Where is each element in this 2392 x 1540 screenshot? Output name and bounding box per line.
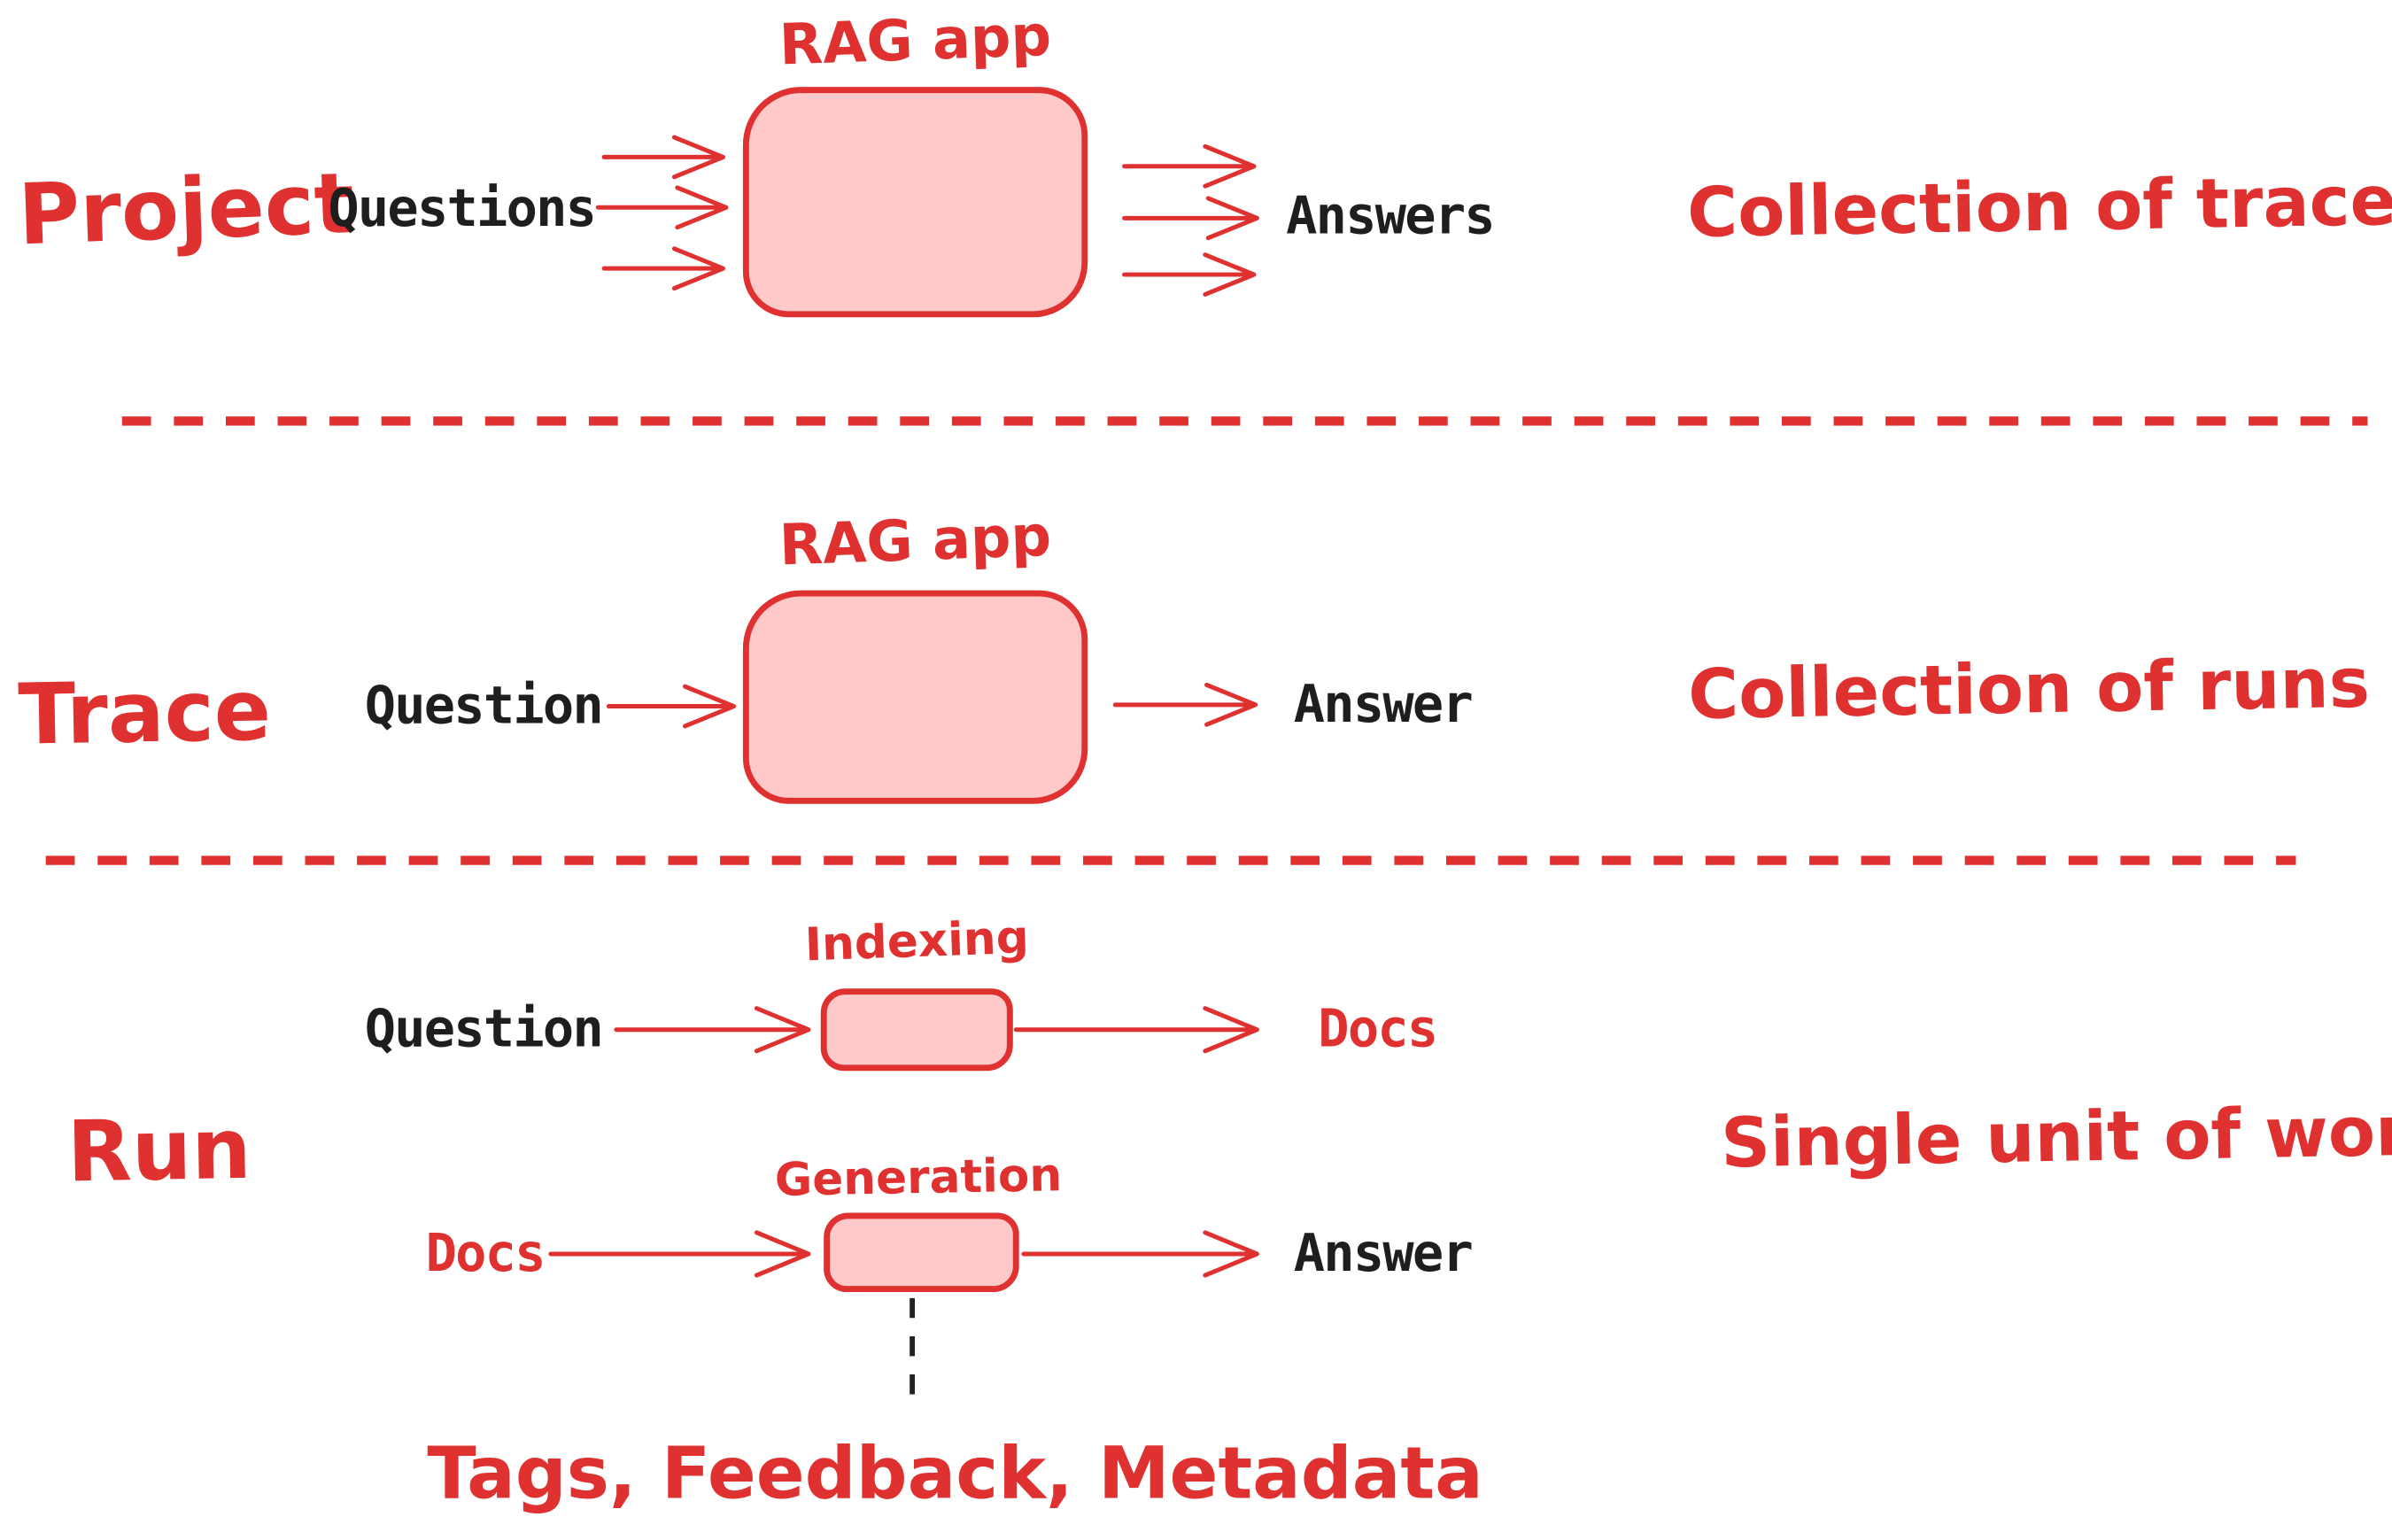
- run-row-label: Run: [66, 1099, 252, 1201]
- trace-box-title: RAG app: [778, 503, 1053, 579]
- trace-output-label: Answer: [1293, 674, 1474, 736]
- generation-input-label: Docs: [425, 1223, 546, 1285]
- arrow-project-in-3: [601, 246, 726, 291]
- generation-box: [824, 1212, 1019, 1293]
- indexing-output-label: Docs: [1318, 999, 1438, 1061]
- run-note: Single unit of work: [1720, 1089, 2392, 1184]
- indexing-box: [820, 988, 1013, 1072]
- arrow-project-out-2: [1122, 196, 1259, 241]
- arrow-run-generation-out: [1021, 1230, 1259, 1278]
- arrow-project-out-3: [1122, 252, 1257, 297]
- arrow-trace-in: [606, 684, 737, 729]
- trace-rag-app-box: [742, 590, 1088, 804]
- arrow-run-indexing-in: [614, 1006, 811, 1054]
- trace-note: Collection of runs: [1687, 642, 2371, 736]
- run-annotation-label: Tags, Feedback, Metadata: [427, 1432, 1483, 1517]
- generation-output-label: Answer: [1293, 1223, 1474, 1285]
- project-rag-app-box: [742, 87, 1088, 318]
- arrow-trace-out: [1112, 682, 1258, 727]
- indexing-box-title: Indexing: [803, 911, 1030, 973]
- project-output-label: Answers: [1286, 186, 1496, 248]
- trace-row-label: Trace: [17, 661, 272, 764]
- arrow-project-in-2: [595, 185, 729, 230]
- arrow-run-generation-in: [548, 1230, 811, 1278]
- arrow-project-in-1: [601, 135, 726, 180]
- arrow-run-indexing-out: [1013, 1006, 1259, 1054]
- project-box-title: RAG app: [778, 3, 1053, 79]
- generation-box-title: Generation: [774, 1149, 1063, 1208]
- indexing-input-label: Question: [364, 999, 604, 1061]
- project-input-label: Questions: [328, 178, 597, 240]
- arrow-project-out-1: [1122, 143, 1257, 189]
- trace-input-label: Question: [364, 676, 604, 738]
- project-note: Collection of traces: [1686, 159, 2392, 253]
- project-row-label: Project: [16, 154, 356, 264]
